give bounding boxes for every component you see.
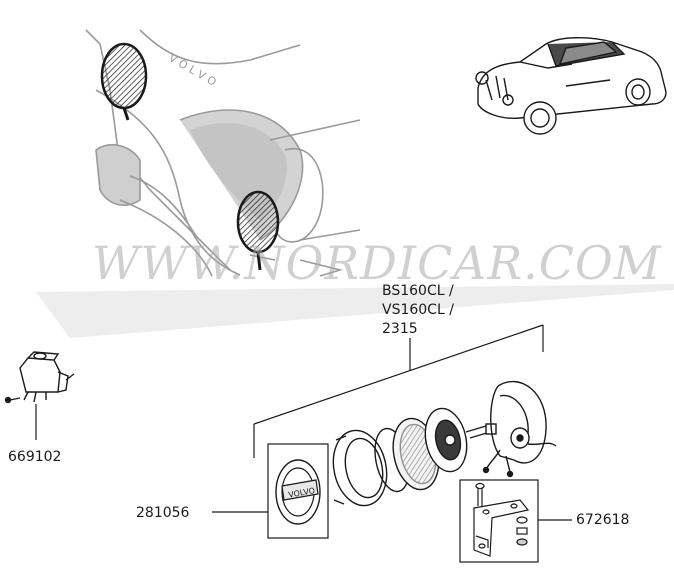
svg-text:V O L V O: V O L V O xyxy=(167,51,219,89)
callout-relay: 669102 xyxy=(8,449,62,465)
lamp-exploded-view xyxy=(332,380,557,507)
callout-lamp-kit-line-2: VS160CL / xyxy=(382,302,454,318)
callout-lamp-kit-line-3: 2315 xyxy=(382,321,418,337)
relay-icon xyxy=(4,351,75,404)
car-side-illustration xyxy=(475,37,667,135)
callout-bracket: 672618 xyxy=(576,512,630,528)
lamp-kit-leader xyxy=(253,324,544,458)
separator-band xyxy=(36,284,674,338)
fog-lamp-illustration xyxy=(100,42,280,271)
bracket-icon xyxy=(459,479,539,563)
callout-lamp-kit-line-1: BS160CL / xyxy=(382,283,454,299)
watermark-text: WWW.NORDICAR.COM xyxy=(92,236,662,290)
callout-emblem: 281056 xyxy=(136,505,190,521)
emblem-icon: VOLVO xyxy=(267,443,329,539)
